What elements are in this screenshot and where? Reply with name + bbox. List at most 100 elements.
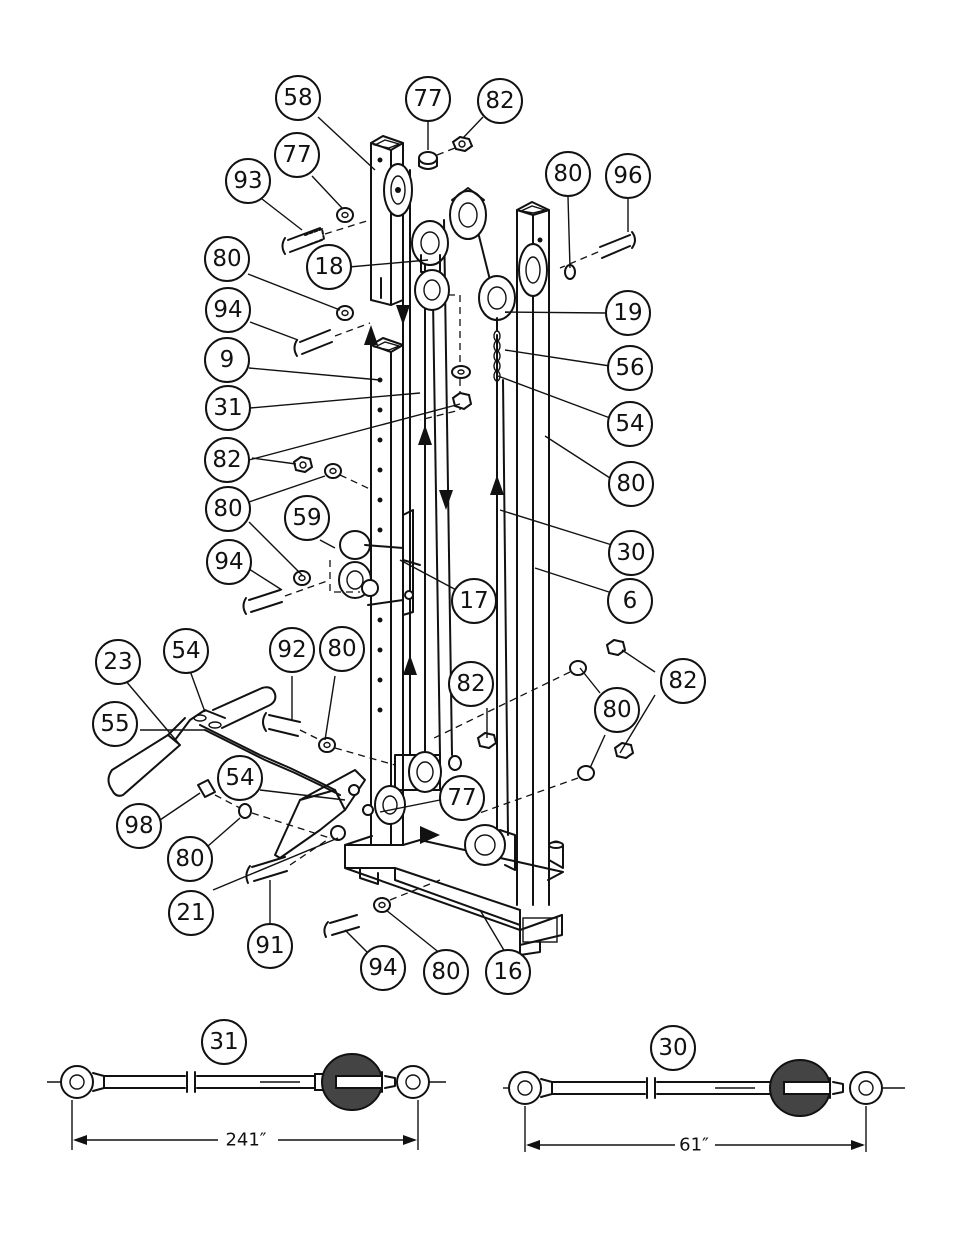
base-frame-16 [345,836,563,955]
svg-text:18: 18 [314,254,343,280]
callout-80-right-top: 80 [546,152,590,196]
washer-77-upper [337,208,353,222]
chain-55 [194,715,340,795]
svg-text:94: 94 [213,297,242,323]
bolt-94-lower [324,915,359,937]
callout-80-right-low: 80 [595,688,639,732]
pulley-top-left [384,164,412,216]
bolt-96 [560,232,635,268]
svg-text:77: 77 [282,142,311,168]
pulley-lower-left [375,786,405,824]
pulley-18-upper [412,221,448,272]
svg-text:80: 80 [431,959,460,985]
nut-82-left [294,457,312,472]
washer-80-92 [319,738,395,765]
cable-30-length: 61″ [679,1135,709,1156]
svg-text:59: 59 [292,505,321,531]
svg-text:80: 80 [212,246,241,272]
callout-9: 9 [205,338,249,382]
callout-77-lower: 77 [440,776,484,820]
callout-18: 18 [307,245,351,289]
washer-80-mid [325,464,372,490]
svg-text:58: 58 [283,85,312,111]
pulley-lower-center [395,752,441,792]
callout-59: 59 [285,496,329,540]
svg-text:31: 31 [209,1029,238,1055]
svg-text:82: 82 [456,671,485,697]
svg-text:91: 91 [255,933,284,959]
svg-text:21: 21 [176,900,205,926]
callout-93: 93 [226,159,270,203]
svg-text:96: 96 [613,163,642,189]
bolt-94-mid [244,580,331,614]
svg-text:9: 9 [220,347,235,373]
pulley-top-right [519,244,547,296]
svg-text:98: 98 [124,813,153,839]
svg-text:80: 80 [553,161,582,187]
callout-80-left-upper: 80 [205,237,249,281]
callout-54-handle: 54 [164,629,208,673]
callout-77-top: 77 [406,77,450,121]
svg-text:54: 54 [225,765,254,791]
callout-56: 56 [608,346,652,390]
svg-text:80: 80 [327,636,356,662]
pulley-lower-right [465,825,515,870]
svg-text:6: 6 [623,588,638,614]
callout-80-right-mid: 80 [609,462,653,506]
spacer-77-top [419,148,455,169]
svg-text:93: 93 [233,168,262,194]
callout-94-upper: 94 [206,288,250,332]
washer-80-left [337,306,353,320]
callout-6: 6 [608,579,652,623]
callout-94-lower: 94 [361,946,405,990]
nut-82-top [453,137,472,151]
callout-54-right: 54 [608,402,652,446]
svg-text:80: 80 [602,697,631,723]
svg-text:94: 94 [368,955,397,981]
svg-text:31: 31 [213,395,242,421]
callout-82-left: 82 [205,438,249,482]
callout-17: 17 [452,579,496,623]
callout-16: 16 [486,950,530,994]
pulley-59-carriage [330,531,403,605]
callout-77-left: 77 [275,133,319,177]
callout-23: 23 [96,640,140,684]
callout-54-lower: 54 [218,756,262,800]
pulley-18-lower [415,270,449,310]
callout-82-center: 82 [449,662,493,706]
svg-text:80: 80 [175,846,204,872]
callout-94-mid: 94 [207,540,251,584]
svg-text:80: 80 [213,496,242,522]
callout-30-cable: 30 [651,1026,695,1070]
svg-text:77: 77 [413,86,442,112]
callout-91: 91 [248,924,292,968]
washer-80-lower-left [294,571,310,585]
svg-text:30: 30 [616,540,645,566]
callout-55: 55 [93,702,137,746]
svg-text:17: 17 [459,588,488,614]
callout-19: 19 [606,291,650,335]
callout-80-lower: 80 [424,950,468,994]
svg-text:82: 82 [212,447,241,473]
bolt-94-upper [295,323,371,356]
svg-text:19: 19 [613,300,642,326]
callout-58: 58 [276,76,320,120]
svg-text:56: 56 [615,355,644,381]
callout-21: 21 [169,891,213,935]
svg-text:54: 54 [171,638,200,664]
callout-80-98: 80 [168,837,212,881]
svg-text:16: 16 [493,959,522,985]
right-upright-6 [517,202,549,905]
callout-80-92: 80 [320,627,364,671]
callout-96: 96 [606,154,650,198]
svg-text:54: 54 [615,411,644,437]
callout-31: 31 [206,386,250,430]
svg-text:30: 30 [658,1035,687,1061]
upper-post-58 [371,136,403,305]
svg-text:92: 92 [277,637,306,663]
pulley-19 [479,276,515,320]
cable-31-length: 241″ [225,1130,266,1151]
svg-text:80: 80 [616,471,645,497]
svg-text:77: 77 [447,785,476,811]
